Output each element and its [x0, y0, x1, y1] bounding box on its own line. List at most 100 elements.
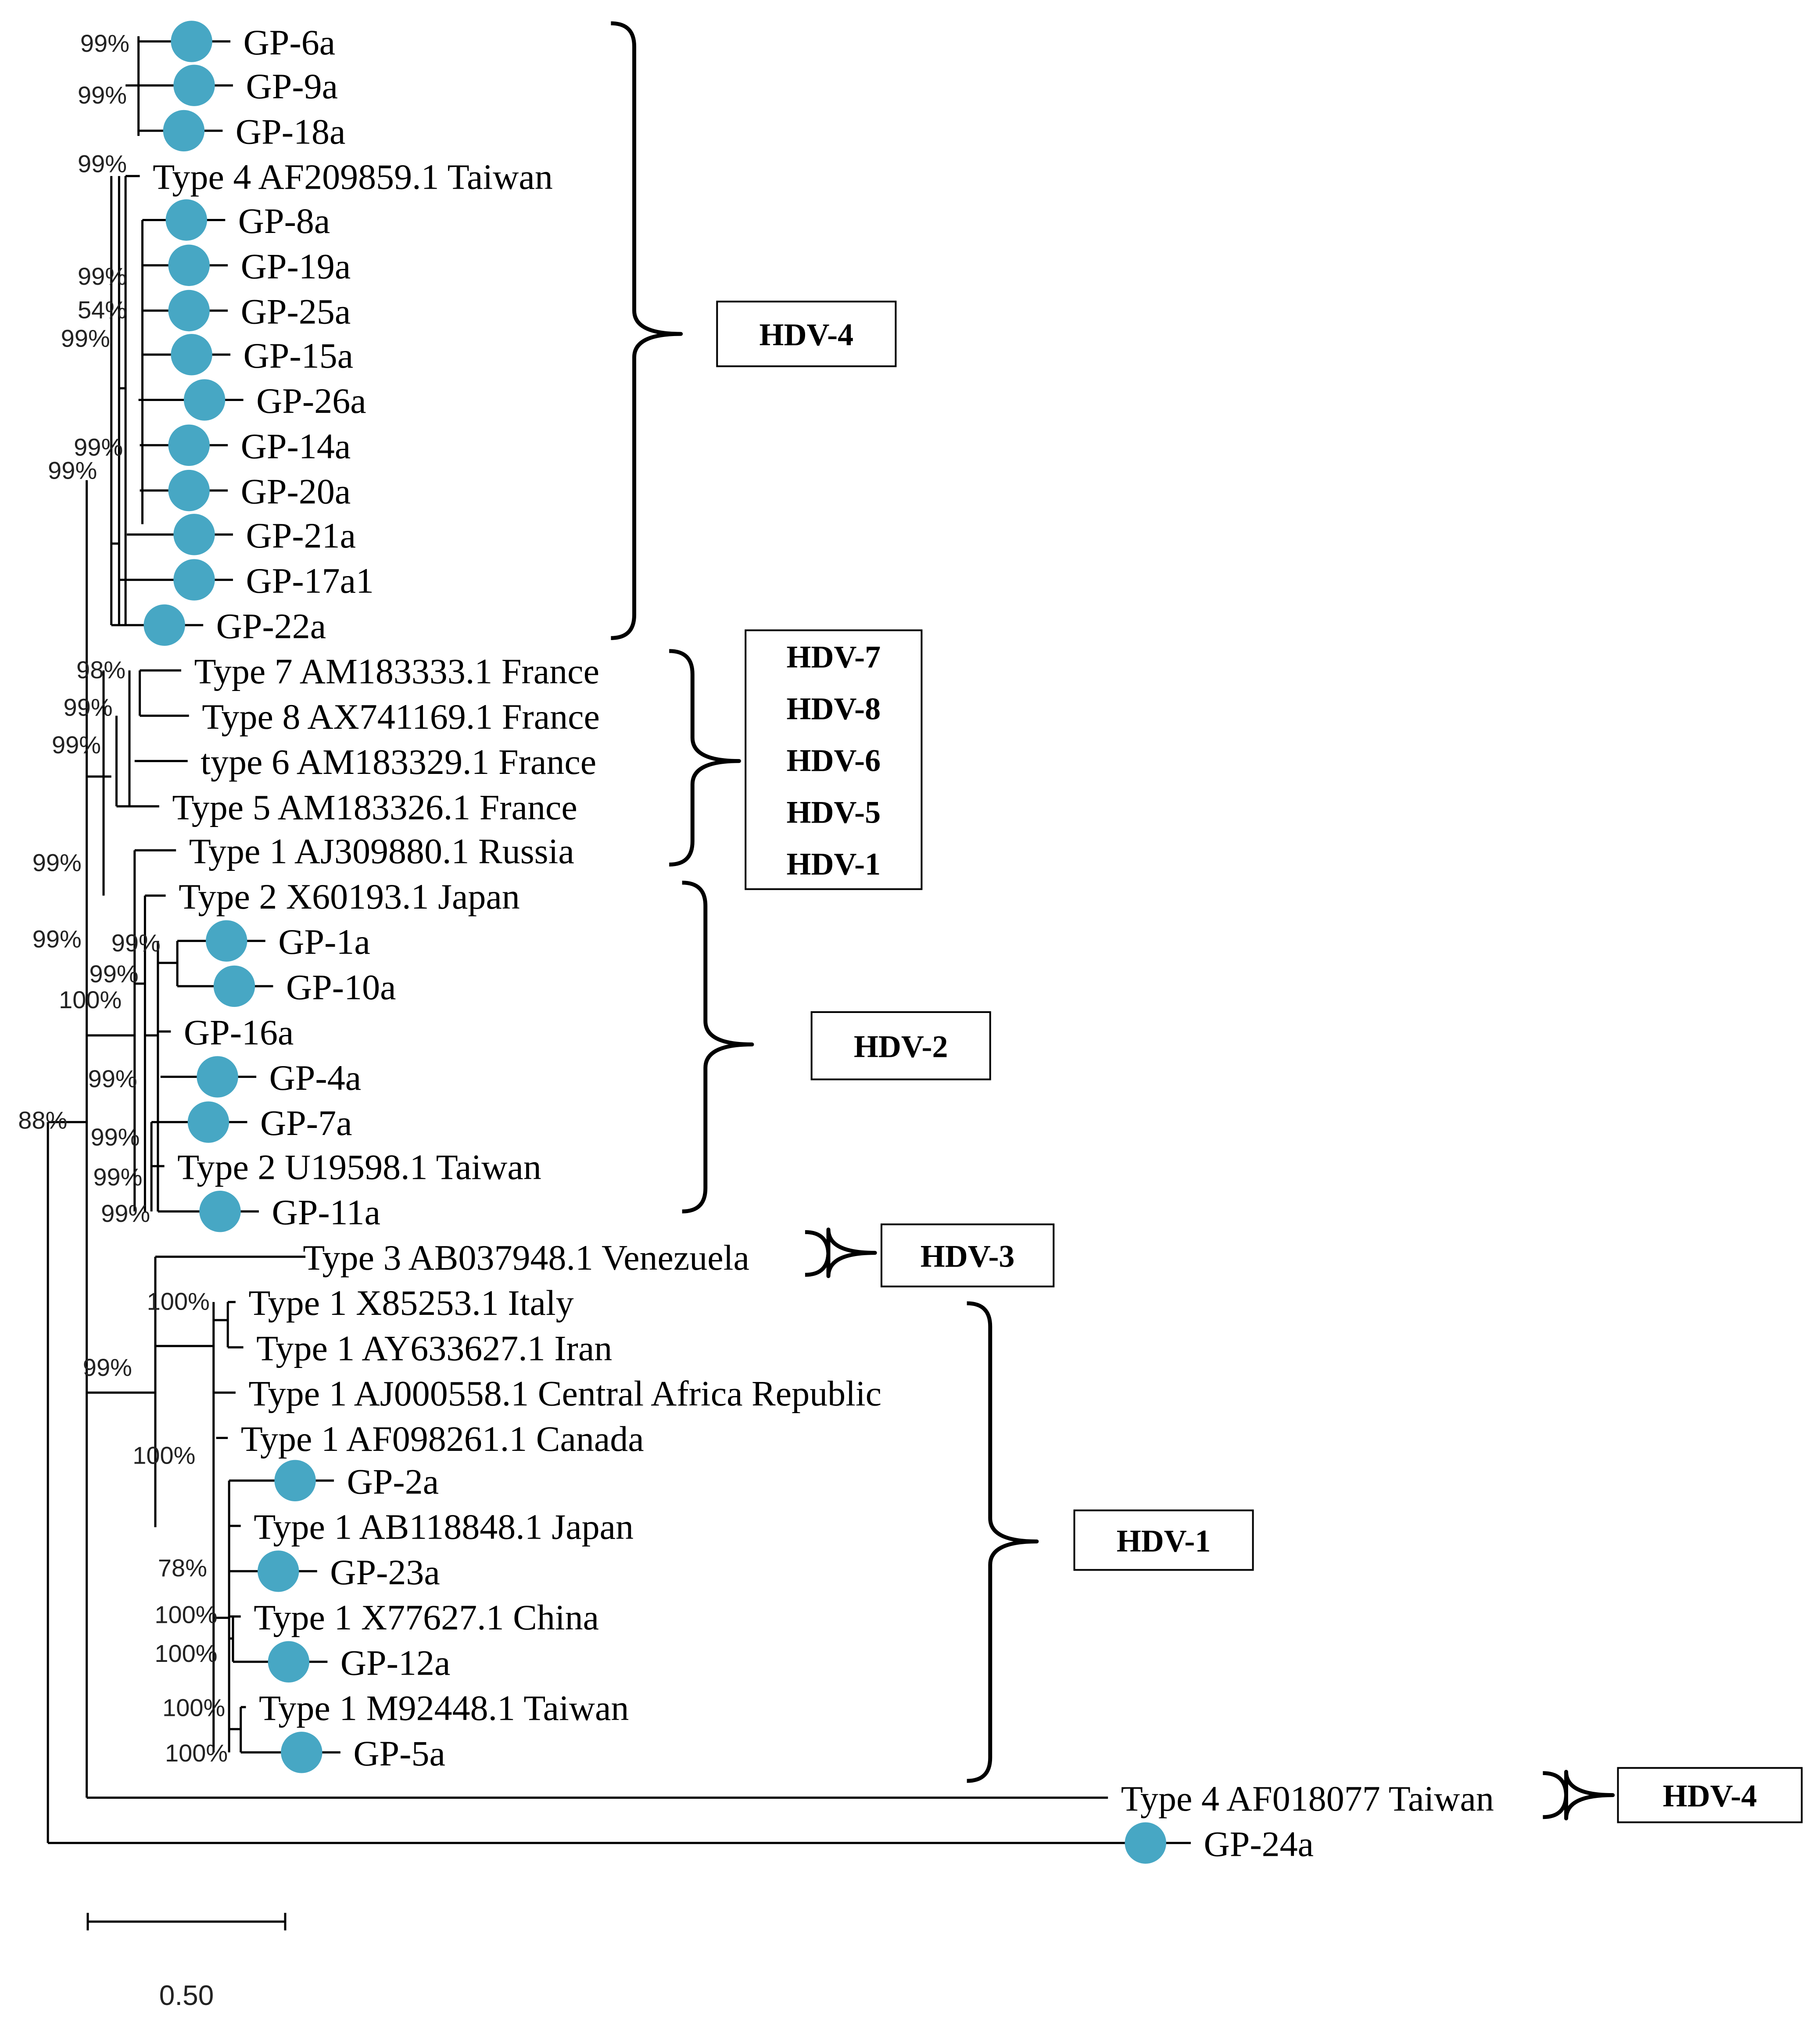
sample-marker-icon — [258, 1550, 299, 1592]
sample-marker-icon — [173, 514, 215, 555]
bootstrap-value: 78% — [158, 1554, 207, 1582]
clade-label: HDV-5 — [786, 795, 881, 830]
sample-markers — [143, 21, 1166, 1864]
taxon-label: Type 1 M92448.1 Taiwan — [259, 1688, 629, 1728]
bootstrap-value: 99% — [52, 731, 101, 759]
sample-marker-icon — [197, 1056, 238, 1098]
clade-label-box — [880, 1223, 1055, 1288]
clade-annotations: HDV-4HDV-7HDV-8HDV-6HDV-5HDV-1HDV-2HDV-3… — [611, 21, 1803, 1823]
taxon-label: GP-11a — [272, 1192, 380, 1232]
taxon-label: GP-17a1 — [246, 561, 374, 601]
bootstrap-value: 99% — [64, 693, 113, 721]
taxon-label: Type 8 AX741169.1 France — [202, 697, 600, 737]
taxon-label: GP-26a — [256, 381, 366, 421]
clade-label: HDV-6 — [786, 743, 881, 778]
taxon-label: Type 1 X77627.1 China — [254, 1597, 599, 1637]
clade-label-box — [716, 301, 897, 367]
clade-label: HDV-8 — [786, 691, 881, 727]
sample-marker-icon — [274, 1460, 316, 1501]
taxon-label: Type 1 AF098261.1 Canada — [241, 1419, 644, 1459]
taxon-label: Type 7 AM183333.1 France — [194, 652, 599, 691]
sample-marker-icon — [171, 21, 212, 62]
taxon-label: Type 2 X60193.1 Japan — [179, 877, 520, 916]
taxon-label: Type 1 AJ309880.1 Russia — [189, 831, 574, 871]
bootstrap-value: 99% — [88, 1065, 137, 1092]
sample-marker-icon — [165, 199, 207, 241]
taxon-label: Type 1 AJ000558.1 Central Africa Republi… — [248, 1374, 881, 1414]
bootstrap-value: 99% — [32, 848, 82, 876]
bootstrap-value: 99% — [61, 325, 110, 352]
bootstrap-value: 99% — [111, 929, 161, 956]
clade-label-box — [810, 1011, 991, 1081]
taxon-label: GP-1a — [278, 922, 370, 962]
taxon-label: Type 5 AM183326.1 France — [172, 787, 577, 827]
taxon-label: GP-21a — [246, 516, 356, 555]
taxon-label: Type 3 AB037948.1 Venezuela — [303, 1238, 749, 1278]
clade-label: HDV-7 — [786, 640, 881, 675]
sample-marker-icon — [213, 965, 255, 1007]
taxon-label: GP-5a — [353, 1733, 445, 1773]
scale-bar: 0.50 — [86, 1913, 287, 2011]
sample-marker-icon — [168, 424, 210, 466]
taxon-label: GP-2a — [347, 1461, 439, 1501]
clade-label: HDV-2 — [854, 1029, 948, 1064]
taxon-label: GP-24a — [1204, 1824, 1314, 1864]
bootstrap-value: 54% — [78, 296, 127, 324]
taxon-label: Type 1 AB118848.1 Japan — [254, 1507, 634, 1547]
clade-bracket — [805, 1228, 877, 1278]
taxon-label: GP-19a — [241, 246, 351, 286]
taxon-label: Type 1 X85253.1 Italy — [248, 1283, 573, 1323]
sample-marker-icon — [168, 290, 210, 332]
taxon-label: Type 1 AY633627.1 Iran — [256, 1328, 612, 1368]
bootstrap-value: 99% — [93, 1163, 142, 1191]
sample-marker-icon — [199, 1191, 241, 1232]
bootstrap-value: 88% — [18, 1106, 67, 1134]
sample-marker-icon — [168, 469, 210, 512]
sample-marker-icon — [143, 604, 185, 646]
clade-label: HDV-1 — [1117, 1524, 1211, 1559]
clade-bracket — [611, 21, 683, 640]
sample-marker-icon — [187, 1101, 229, 1143]
taxon-label: Type 4 AF018077 Taiwan — [1121, 1779, 1494, 1819]
taxon-label: Type 4 AF209859.1 Taiwan — [153, 157, 553, 197]
scale-bar-label: 0.50 — [159, 1980, 214, 2011]
bootstrap-value: 99% — [78, 81, 127, 109]
taxon-label: GP-18a — [236, 111, 346, 151]
bootstrap-values: 99%99%99%99%54%99%99%99%98%99%99%99%99%9… — [18, 29, 228, 1767]
taxon-label: GP-23a — [330, 1552, 440, 1592]
bootstrap-value: 99% — [101, 1199, 150, 1227]
sample-marker-icon — [168, 244, 210, 286]
taxon-label: GP-20a — [241, 472, 351, 512]
bootstrap-value: 100% — [133, 1441, 195, 1469]
taxon-label: Type 2 U19598.1 Taiwan — [177, 1147, 541, 1187]
sample-marker-icon — [183, 379, 226, 421]
bootstrap-value: 99% — [80, 29, 129, 57]
clade-label: HDV-4 — [1663, 1779, 1757, 1814]
taxon-label: GP-14a — [241, 426, 351, 466]
clade-label: HDV-1 — [786, 847, 881, 882]
clade-label-box — [1617, 1767, 1803, 1823]
taxon-label: GP-22a — [216, 606, 326, 646]
bootstrap-value: 99% — [74, 433, 123, 461]
bootstrap-value: 99% — [78, 150, 127, 177]
taxon-label: GP-25a — [241, 292, 351, 332]
bootstrap-value: 99% — [91, 1123, 140, 1151]
bootstrap-value: 99% — [48, 457, 97, 484]
sample-marker-icon — [1125, 1822, 1166, 1864]
sample-marker-icon — [268, 1641, 310, 1683]
taxon-label: GP-16a — [184, 1013, 294, 1053]
sample-marker-icon — [281, 1732, 322, 1773]
sample-marker-icon — [206, 920, 247, 962]
clade-bracket — [682, 881, 754, 1214]
taxon-label: GP-8a — [238, 201, 330, 241]
taxon-label: GP-15a — [244, 336, 354, 376]
taxon-label: GP-12a — [340, 1643, 451, 1683]
clade-label: HDV-4 — [760, 317, 854, 352]
clade-label-box — [1073, 1509, 1254, 1571]
taxon-label: GP-7a — [260, 1103, 352, 1143]
clade-bracket — [967, 1301, 1039, 1783]
bootstrap-value: 100% — [162, 1694, 225, 1722]
bootstrap-value: 100% — [165, 1739, 228, 1767]
